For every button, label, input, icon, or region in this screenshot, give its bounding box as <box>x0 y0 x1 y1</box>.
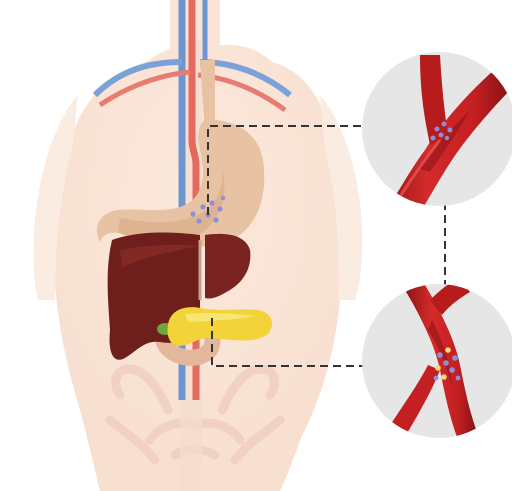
inset-top <box>362 52 512 230</box>
inset-bottom <box>362 278 512 445</box>
